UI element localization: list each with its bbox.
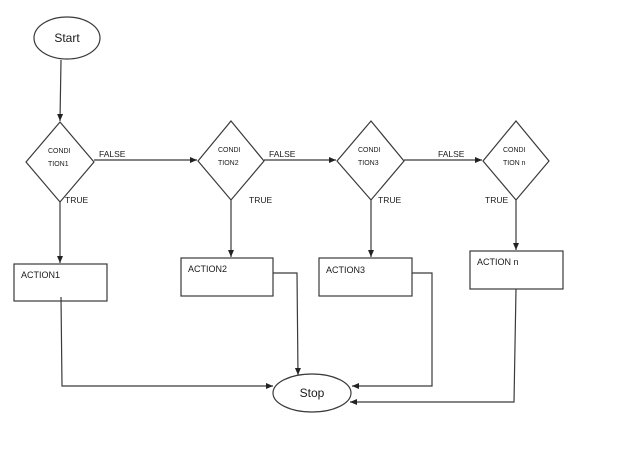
action-n-label: ACTION n: [477, 257, 519, 267]
condition-n: CONDI TION n: [482, 120, 550, 201]
condition-2-line1: CONDI: [218, 147, 241, 154]
action-2-label: ACTION2: [188, 264, 227, 274]
edge-action2-to-stop: [273, 272, 301, 376]
edge-start-to-condition1: [57, 59, 64, 122]
edge-action3-to-stop: [352, 272, 433, 389]
condition-3: CONDI TION3: [336, 120, 405, 201]
start-node: Start: [33, 16, 101, 60]
false-label-2: FALSE: [269, 149, 296, 159]
start-ellipse: [33, 16, 101, 60]
edge-action1-to-stop: [60, 296, 273, 389]
edge-actionn-to-stop: [350, 288, 517, 405]
condition-2: CONDI TION2: [197, 120, 265, 201]
condition-n-line1: CONDI: [503, 147, 526, 154]
action-1-label: ACTION1: [21, 270, 60, 280]
action-1: ACTION1: [13, 263, 108, 302]
condition-1-line2: TION1: [48, 161, 69, 168]
action-n: ACTION n: [469, 250, 564, 290]
false-label-3: FALSE: [438, 149, 465, 159]
stop-node: Stop: [272, 373, 352, 413]
action-2: ACTION2: [180, 257, 274, 297]
false-label-1: FALSE: [99, 149, 126, 159]
true-label-1: TRUE: [65, 195, 88, 205]
stop-label: Stop: [300, 386, 325, 400]
start-label: Start: [54, 31, 80, 45]
condition-3-line2: TION3: [358, 160, 379, 167]
action-n-box: [469, 250, 564, 290]
true-label-n: TRUE: [485, 195, 508, 205]
condition-1: CONDI TION1: [25, 121, 95, 203]
action-3: ACTION3: [318, 257, 413, 297]
action-3-label: ACTION3: [326, 265, 365, 275]
action-3-box: [318, 257, 413, 297]
condition-3-line1: CONDI: [358, 147, 381, 154]
action-2-box: [180, 257, 274, 297]
condition-n-line2: TION n: [503, 160, 526, 167]
true-label-3: TRUE: [378, 195, 401, 205]
condition-1-line1: CONDI: [48, 148, 71, 155]
true-label-2: TRUE: [249, 195, 272, 205]
stop-ellipse: [272, 373, 352, 413]
condition-2-line2: TION2: [218, 160, 239, 167]
